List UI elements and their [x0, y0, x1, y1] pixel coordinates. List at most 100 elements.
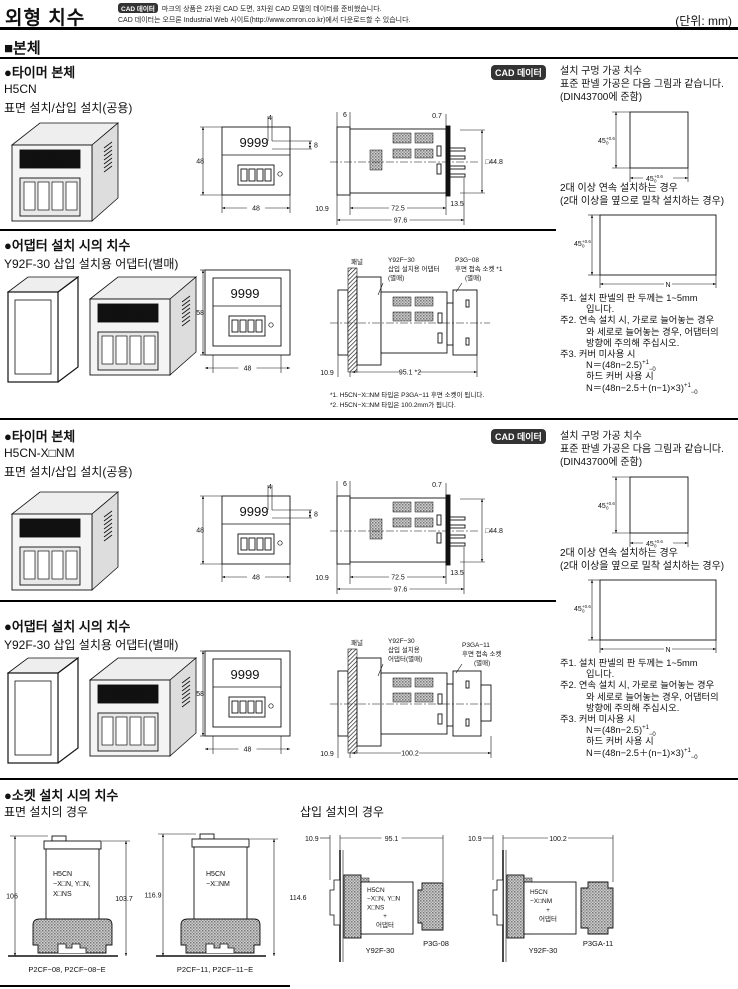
- timer-body: [523, 881, 577, 935]
- slot: [437, 693, 443, 705]
- tol-upper: +0.6: [654, 174, 663, 179]
- dim-width-label-bg: [247, 204, 265, 212]
- photo-display: 9999: [34, 520, 65, 536]
- vent-slit: [103, 530, 113, 538]
- vent-slit: [181, 311, 191, 319]
- socket-slot: [465, 337, 470, 346]
- vent-slit: [103, 153, 113, 161]
- thumbwheel-digit: [240, 537, 248, 551]
- formula-1: N＝(48n−2.5)+1−0: [560, 725, 719, 738]
- adapter-desc: 삽입 설치용: [388, 645, 420, 654]
- cad-data-badge: CAD 데이터: [118, 3, 158, 13]
- timer-subtitle: 표면 설치/삽입 설치(공용): [4, 101, 133, 115]
- adapter-heading: ●어댑터 설치 시의 치수: [4, 619, 131, 634]
- thumbwheel: [115, 335, 128, 365]
- note-text: 입니다.: [586, 304, 615, 315]
- dim-width-label-bg: [238, 364, 257, 372]
- model-label: +: [546, 907, 550, 914]
- divider: [0, 418, 738, 420]
- tol-upper: +0.6: [606, 136, 615, 141]
- note-text: 방향에 주의해 주십시오.: [586, 702, 680, 713]
- formula-text: N＝(48n−2.5): [586, 725, 643, 736]
- vent-slit: [181, 696, 191, 704]
- vent-slit: [181, 307, 191, 315]
- thumbwheel-digit: [248, 168, 256, 182]
- dim-pins: 13.5: [450, 570, 464, 577]
- tol-upper: +0.6: [654, 539, 663, 544]
- dim-width: 48: [252, 575, 260, 582]
- model-label: 어댑터: [376, 920, 394, 929]
- slot: [436, 163, 442, 175]
- vent-slit: [103, 161, 113, 169]
- vent: [414, 692, 434, 703]
- panel: [347, 267, 358, 373]
- dim-gap: 0.7: [432, 482, 442, 489]
- vent-slit: [181, 319, 191, 327]
- tol-upper: +1: [642, 360, 649, 367]
- adapter-side: [57, 656, 79, 764]
- vent-slit: [181, 692, 191, 700]
- formula-1: N＝(48n−2.5)+1−0: [560, 360, 719, 374]
- note-label: 주2.: [560, 315, 577, 326]
- divider: [0, 600, 556, 602]
- socket-label: P3GA−11: [462, 642, 490, 649]
- tol-lower: −0: [648, 367, 656, 374]
- dim-total: 97.6: [394, 218, 408, 225]
- dim-front: 10.9: [315, 575, 329, 582]
- vent: [392, 517, 412, 528]
- tol-upper: +0.6: [606, 501, 615, 506]
- vent-slit: [103, 145, 113, 153]
- cutout-standard: (DIN43700에 준함): [560, 457, 643, 468]
- thumbwheel: [37, 550, 50, 580]
- socket-desc: 후면 접속 소켓 *1: [455, 264, 503, 273]
- thumbwheel: [101, 335, 114, 365]
- thumbwheel: [51, 550, 64, 580]
- thumbwheel: [51, 181, 64, 211]
- tol-lower: 0: [606, 506, 609, 511]
- socket-base: [32, 918, 113, 954]
- top-cap: [191, 838, 250, 848]
- cad-data-button[interactable]: CAD 데이터: [491, 65, 546, 80]
- page-title: 외형 치수: [5, 8, 86, 29]
- socket-base: [180, 918, 261, 954]
- dim-length-label-bg: [401, 368, 419, 376]
- adapter: [356, 657, 382, 747]
- dim-body: 114.6: [290, 895, 307, 902]
- vent: [392, 311, 412, 322]
- note-text: 설치 판넬의 판 두께는 1~5mm: [578, 293, 698, 303]
- note-text: 와 세로로 늘어놓는 경우, 어댑터의: [586, 691, 719, 702]
- dim-45: 45: [598, 138, 606, 145]
- adapter-photo: [6, 275, 80, 383]
- slot: [437, 713, 443, 725]
- vent-slit: [181, 315, 191, 323]
- divider: [0, 229, 556, 231]
- model-label: −X□N, Y□N: [367, 896, 401, 903]
- formula-text: N＝(48n−2.5): [586, 360, 643, 371]
- model-label: +: [383, 913, 387, 920]
- latch: [369, 518, 383, 540]
- rear-socket: [452, 289, 478, 356]
- dim-length: 100.2: [401, 751, 419, 758]
- note-label: 주3.: [560, 349, 577, 360]
- leader: [377, 663, 384, 677]
- formula-2: N＝(48n−2.5＋(n−1)×3)+1−0: [560, 383, 719, 396]
- adapter: [506, 874, 525, 939]
- dim-width: 48: [252, 206, 260, 213]
- thumbwheel-digit: [240, 168, 248, 182]
- dim-front: 10.9: [305, 836, 319, 843]
- label-bg: [643, 173, 673, 182]
- panel: [347, 648, 358, 754]
- photo-display: 999.9: [32, 151, 67, 167]
- reset-key: [268, 322, 274, 328]
- model-label: −X□NM: [530, 898, 552, 905]
- socket-heading: ●소켓 설치 시의 치수: [4, 788, 119, 803]
- model-label: H5CN: [367, 887, 385, 894]
- dim-total-label-bg: [391, 585, 410, 593]
- cad-data-button[interactable]: CAD 데이터: [491, 429, 546, 444]
- vent: [392, 296, 412, 307]
- dim-digit-height: 8: [314, 143, 318, 150]
- tol-lower: −0: [690, 754, 698, 761]
- thumbwheel-digit: [255, 700, 263, 714]
- thumbwheel-digit: [247, 700, 255, 714]
